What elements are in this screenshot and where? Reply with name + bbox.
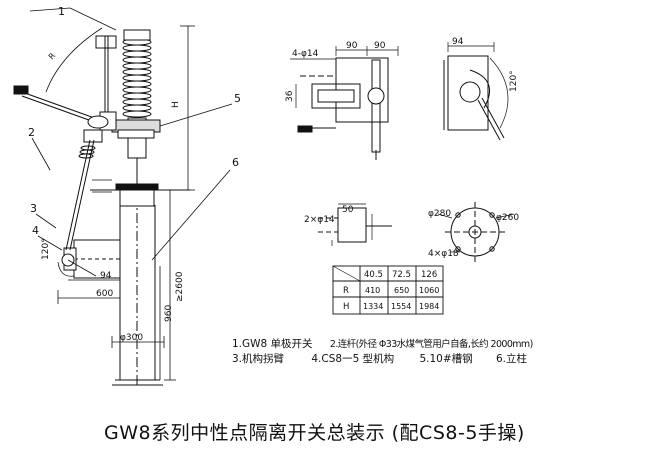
detail-hole-label: 4-φ14 — [292, 49, 319, 59]
insulator-sheds — [122, 38, 152, 118]
callout-6: 6 — [232, 156, 239, 169]
detail-dim-90b: 90 — [374, 41, 386, 51]
detail-front-view — [290, 46, 399, 160]
table-row-h-3: 1984 — [419, 302, 439, 311]
callout-3: 3 — [30, 202, 37, 215]
legend-item-1: 1.GW8 单极开关 — [232, 338, 313, 350]
legend-line-2: 3.机构拐臂 4.CS8一5 型机构 5.10#槽钢 6.立柱 — [232, 351, 527, 366]
dim-960: 960 — [164, 305, 174, 322]
channel-steel-base — [90, 156, 190, 207]
main-assembly-view — [13, 27, 190, 386]
table-row-r-3: 1060 — [419, 286, 439, 295]
table-row-r-1: 410 — [365, 286, 380, 295]
rod-insulator — [78, 145, 96, 159]
detail-dim-50: 50 — [342, 205, 354, 215]
insulator-stack — [111, 29, 161, 159]
detail-hole3-label: 4×φ18 — [428, 249, 459, 259]
detail-dim-260: φ260 — [496, 213, 519, 223]
callout-1: 1 — [58, 5, 65, 18]
table-header-2: 72.5 — [392, 270, 411, 280]
callout-5: 5 — [234, 92, 241, 105]
detail-dim-120: 120° — [509, 70, 519, 92]
table-row-r-2: 650 — [394, 286, 409, 295]
detail-dim-280: φ280 — [428, 209, 451, 219]
drawing-title: GW8系列中性点隔离开关总装示 (配CS8-5手操) — [104, 422, 525, 444]
callout-2: 2 — [28, 126, 35, 139]
legend-line-1: 1.GW8 单极开关 2.连杆(外径 Φ33水煤气管用户自备,长约 2000mm… — [232, 336, 533, 351]
legend-item-5: 5.10#槽钢 — [419, 353, 473, 365]
callout-4: 4 — [32, 224, 39, 237]
dim-300: φ300 — [120, 333, 143, 343]
dim-r: R — [47, 51, 58, 61]
detail-plan-view — [318, 203, 392, 246]
legend-item-4: 4.CS8一5 型机构 — [311, 353, 395, 365]
dim-h: H — [171, 101, 181, 108]
table-row-h-2: 1554 — [391, 302, 411, 311]
detail-dim-90a: 90 — [346, 41, 358, 51]
main-dimensions — [57, 25, 195, 381]
spec-table — [332, 265, 444, 315]
link-rod — [65, 139, 96, 251]
detail-flange-view — [437, 202, 515, 262]
detail-hole2-label: 2×φ14 — [304, 215, 335, 225]
detail-side-view — [443, 42, 509, 141]
table-header-1: 40.5 — [364, 270, 383, 280]
detail-dim-36: 36 — [285, 90, 295, 102]
table-row-r-label: R — [343, 286, 349, 296]
dim-120-main: 120° — [41, 238, 51, 260]
switch-blade — [13, 85, 109, 143]
table-row-h-1: 1334 — [363, 302, 383, 311]
legend-item-6: 6.立柱 — [495, 353, 527, 365]
dim-94-main: 94 — [100, 271, 112, 281]
detail-dim-94: 94 — [452, 37, 464, 47]
swing-arc — [45, 27, 103, 93]
legend-item-2: 2.连杆(外径 Φ33水煤气管用户自备,长约 2000mm) — [329, 339, 533, 350]
dim-2600: ≥2600 — [175, 271, 185, 302]
legend-item-3: 3.机构拐臂 — [232, 353, 285, 365]
table-row-h-label: H — [343, 302, 349, 312]
dim-600: 600 — [96, 289, 113, 299]
table-header-3: 126 — [421, 270, 437, 280]
callout-leaders — [29, 7, 233, 261]
